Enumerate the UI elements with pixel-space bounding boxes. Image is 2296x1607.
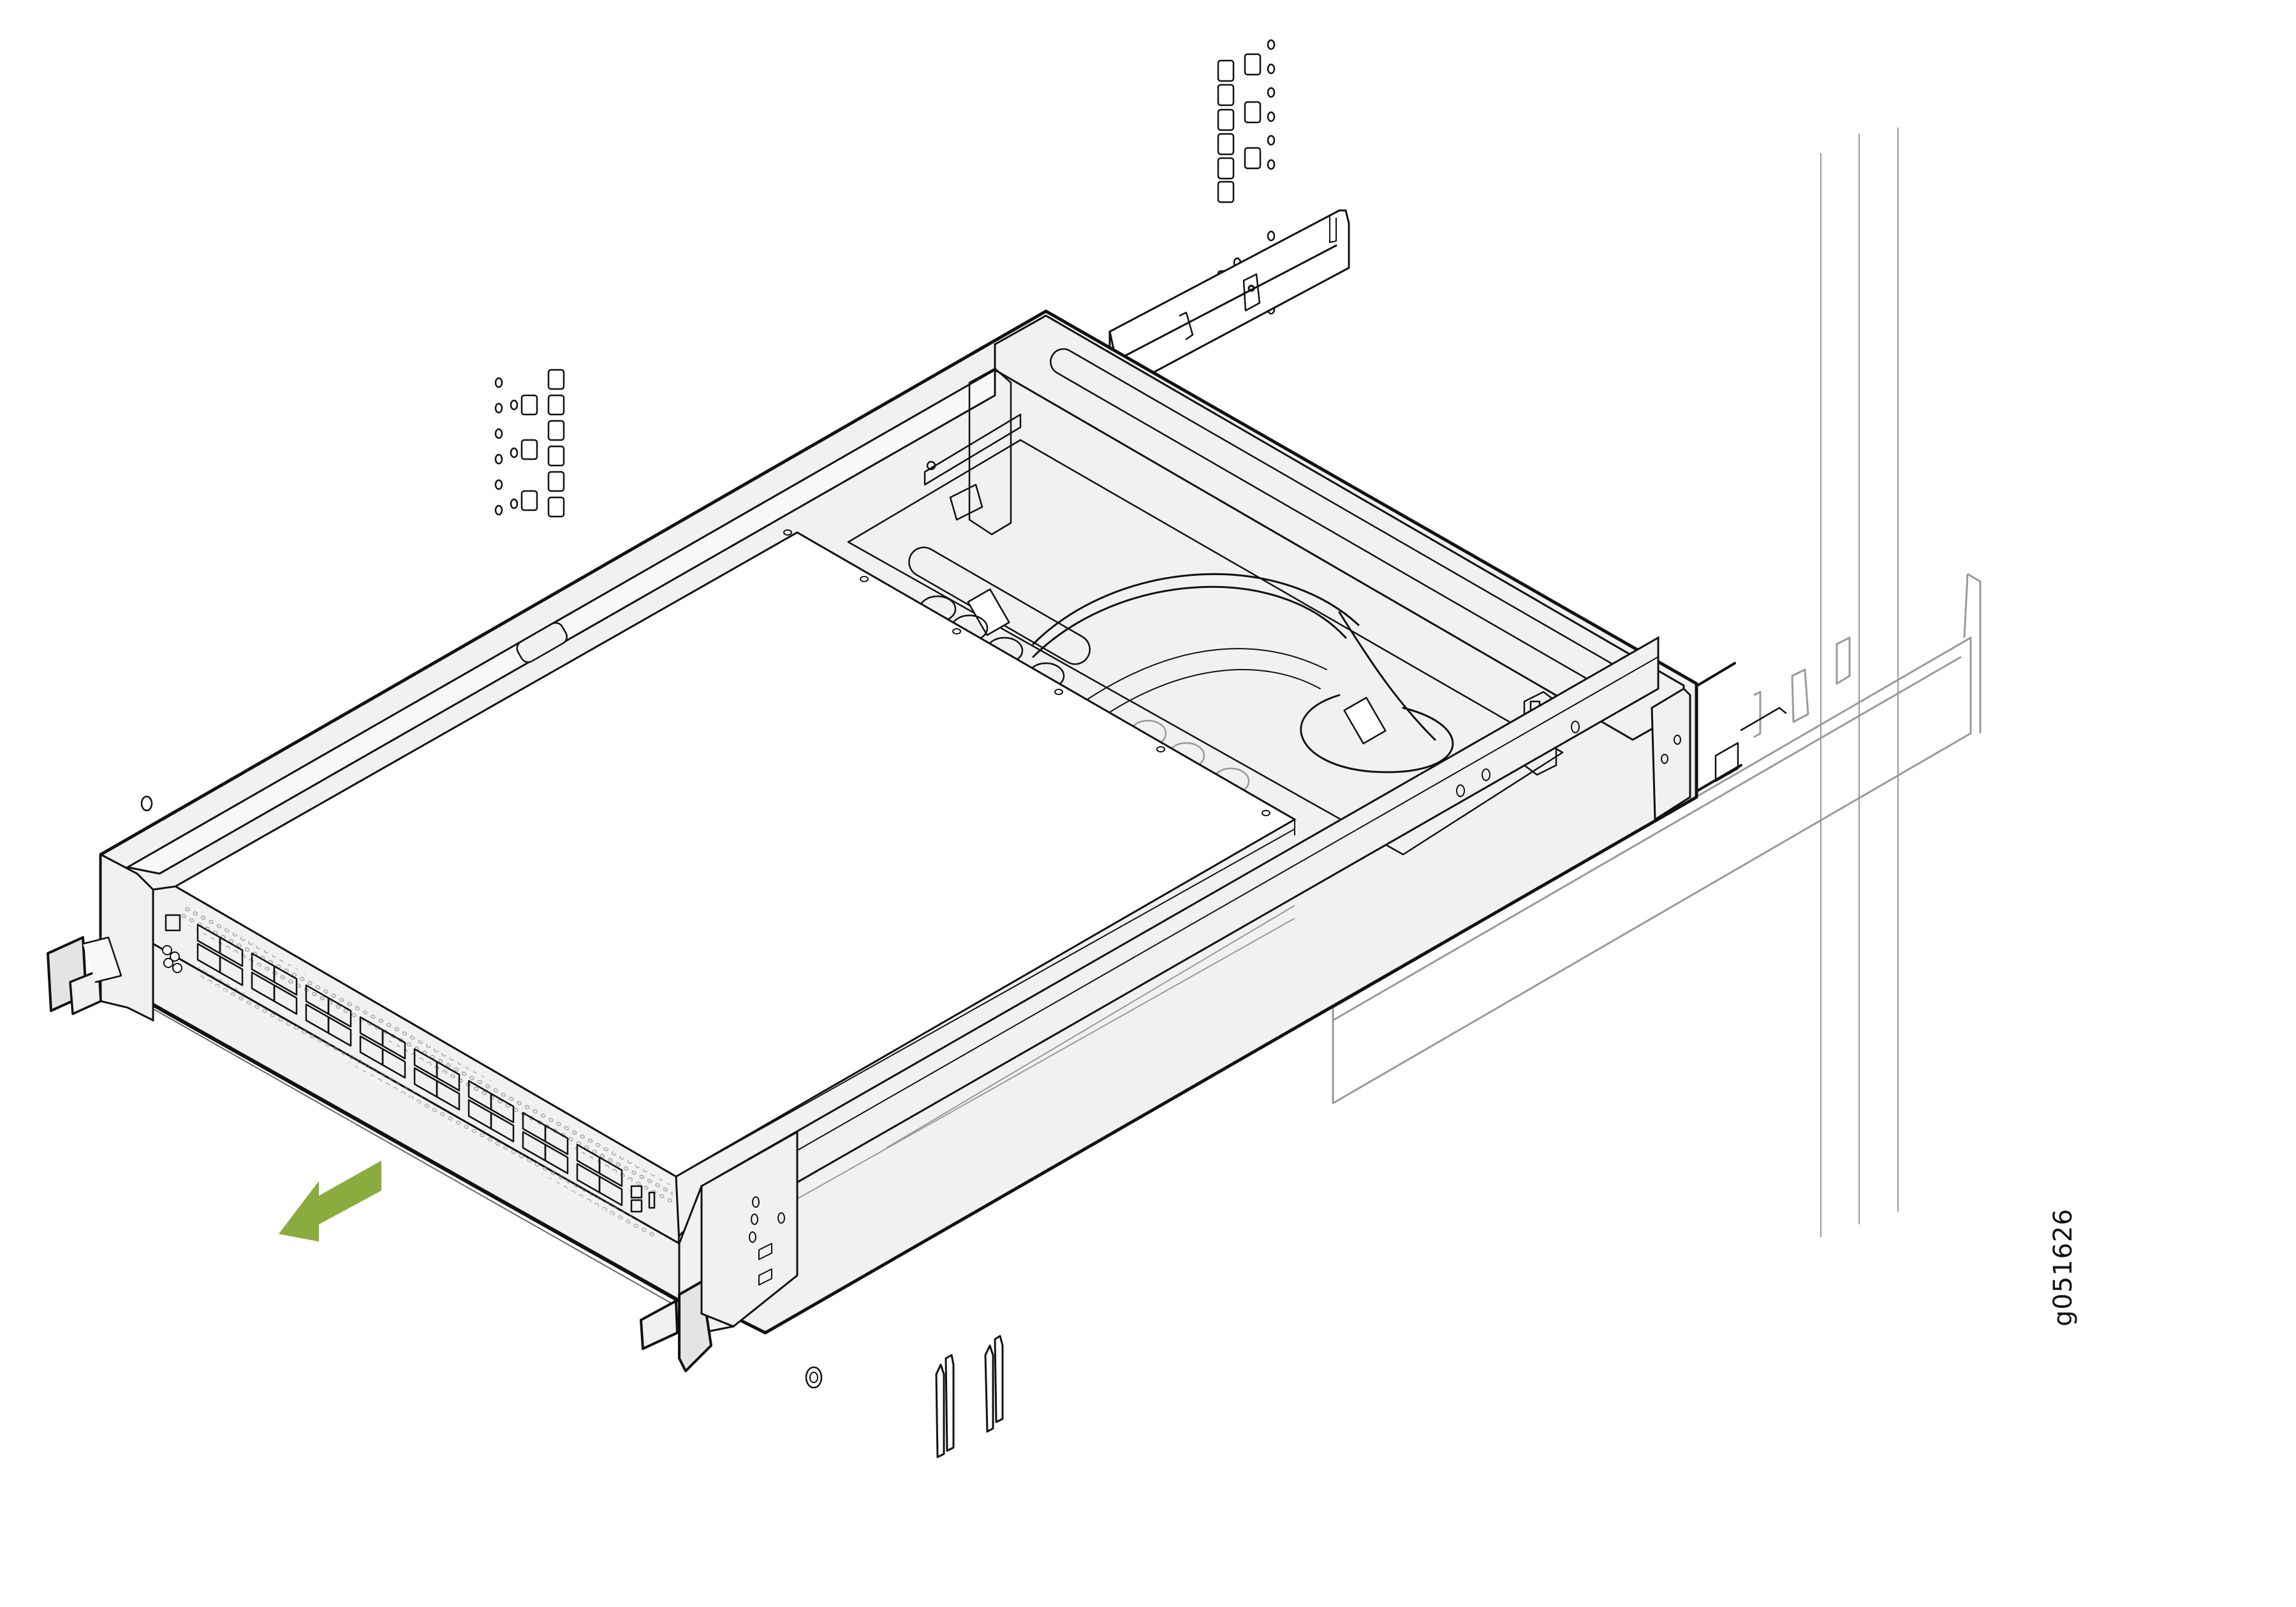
right-rear-post bbox=[1637, 179, 1737, 1008]
right-front-post bbox=[1820, 89, 1943, 1237]
lid-ghost-overlay bbox=[797, 905, 1295, 1200]
side-handle-slot bbox=[516, 622, 568, 663]
port-group-2 bbox=[251, 952, 298, 1015]
usb-port bbox=[648, 1191, 656, 1209]
port-group-4 bbox=[359, 1016, 406, 1079]
lid-screws bbox=[783, 529, 1270, 816]
rj45-mgmt-port-2 bbox=[630, 1199, 643, 1213]
vent-area-lower bbox=[198, 966, 657, 1240]
port-group-5 bbox=[413, 1048, 460, 1111]
left-side-rail bbox=[124, 368, 996, 875]
rear-bracket bbox=[924, 367, 1022, 536]
port-group-6 bbox=[467, 1080, 515, 1143]
port-group-3 bbox=[305, 984, 352, 1047]
left-rear-rail bbox=[1108, 209, 1350, 390]
coax-connectors bbox=[162, 945, 182, 973]
interior-cable-area bbox=[847, 439, 1564, 856]
right-extended-rail bbox=[1332, 573, 1982, 1104]
pull-direction-arrow bbox=[279, 1161, 381, 1242]
port-groups bbox=[165, 914, 656, 1213]
vent-area bbox=[182, 902, 673, 1205]
right-front-side-plate bbox=[700, 1130, 798, 1328]
left-handle bbox=[47, 936, 122, 1015]
port-group-7 bbox=[522, 1112, 569, 1175]
port-group-8 bbox=[576, 1143, 623, 1207]
side-plate-holes bbox=[749, 1196, 785, 1286]
front-panel bbox=[47, 853, 823, 1389]
chassis bbox=[99, 309, 1698, 1335]
rear-right-corner bbox=[1651, 687, 1691, 821]
rail-latches bbox=[935, 1335, 1004, 1458]
port-group-1 bbox=[196, 923, 244, 987]
rj45-mgmt-port-1 bbox=[630, 1185, 643, 1199]
rj45-console-port bbox=[165, 914, 181, 932]
figure-id-label: g051626 bbox=[2049, 1208, 2078, 1326]
rack-mount-hole bbox=[805, 1366, 823, 1389]
